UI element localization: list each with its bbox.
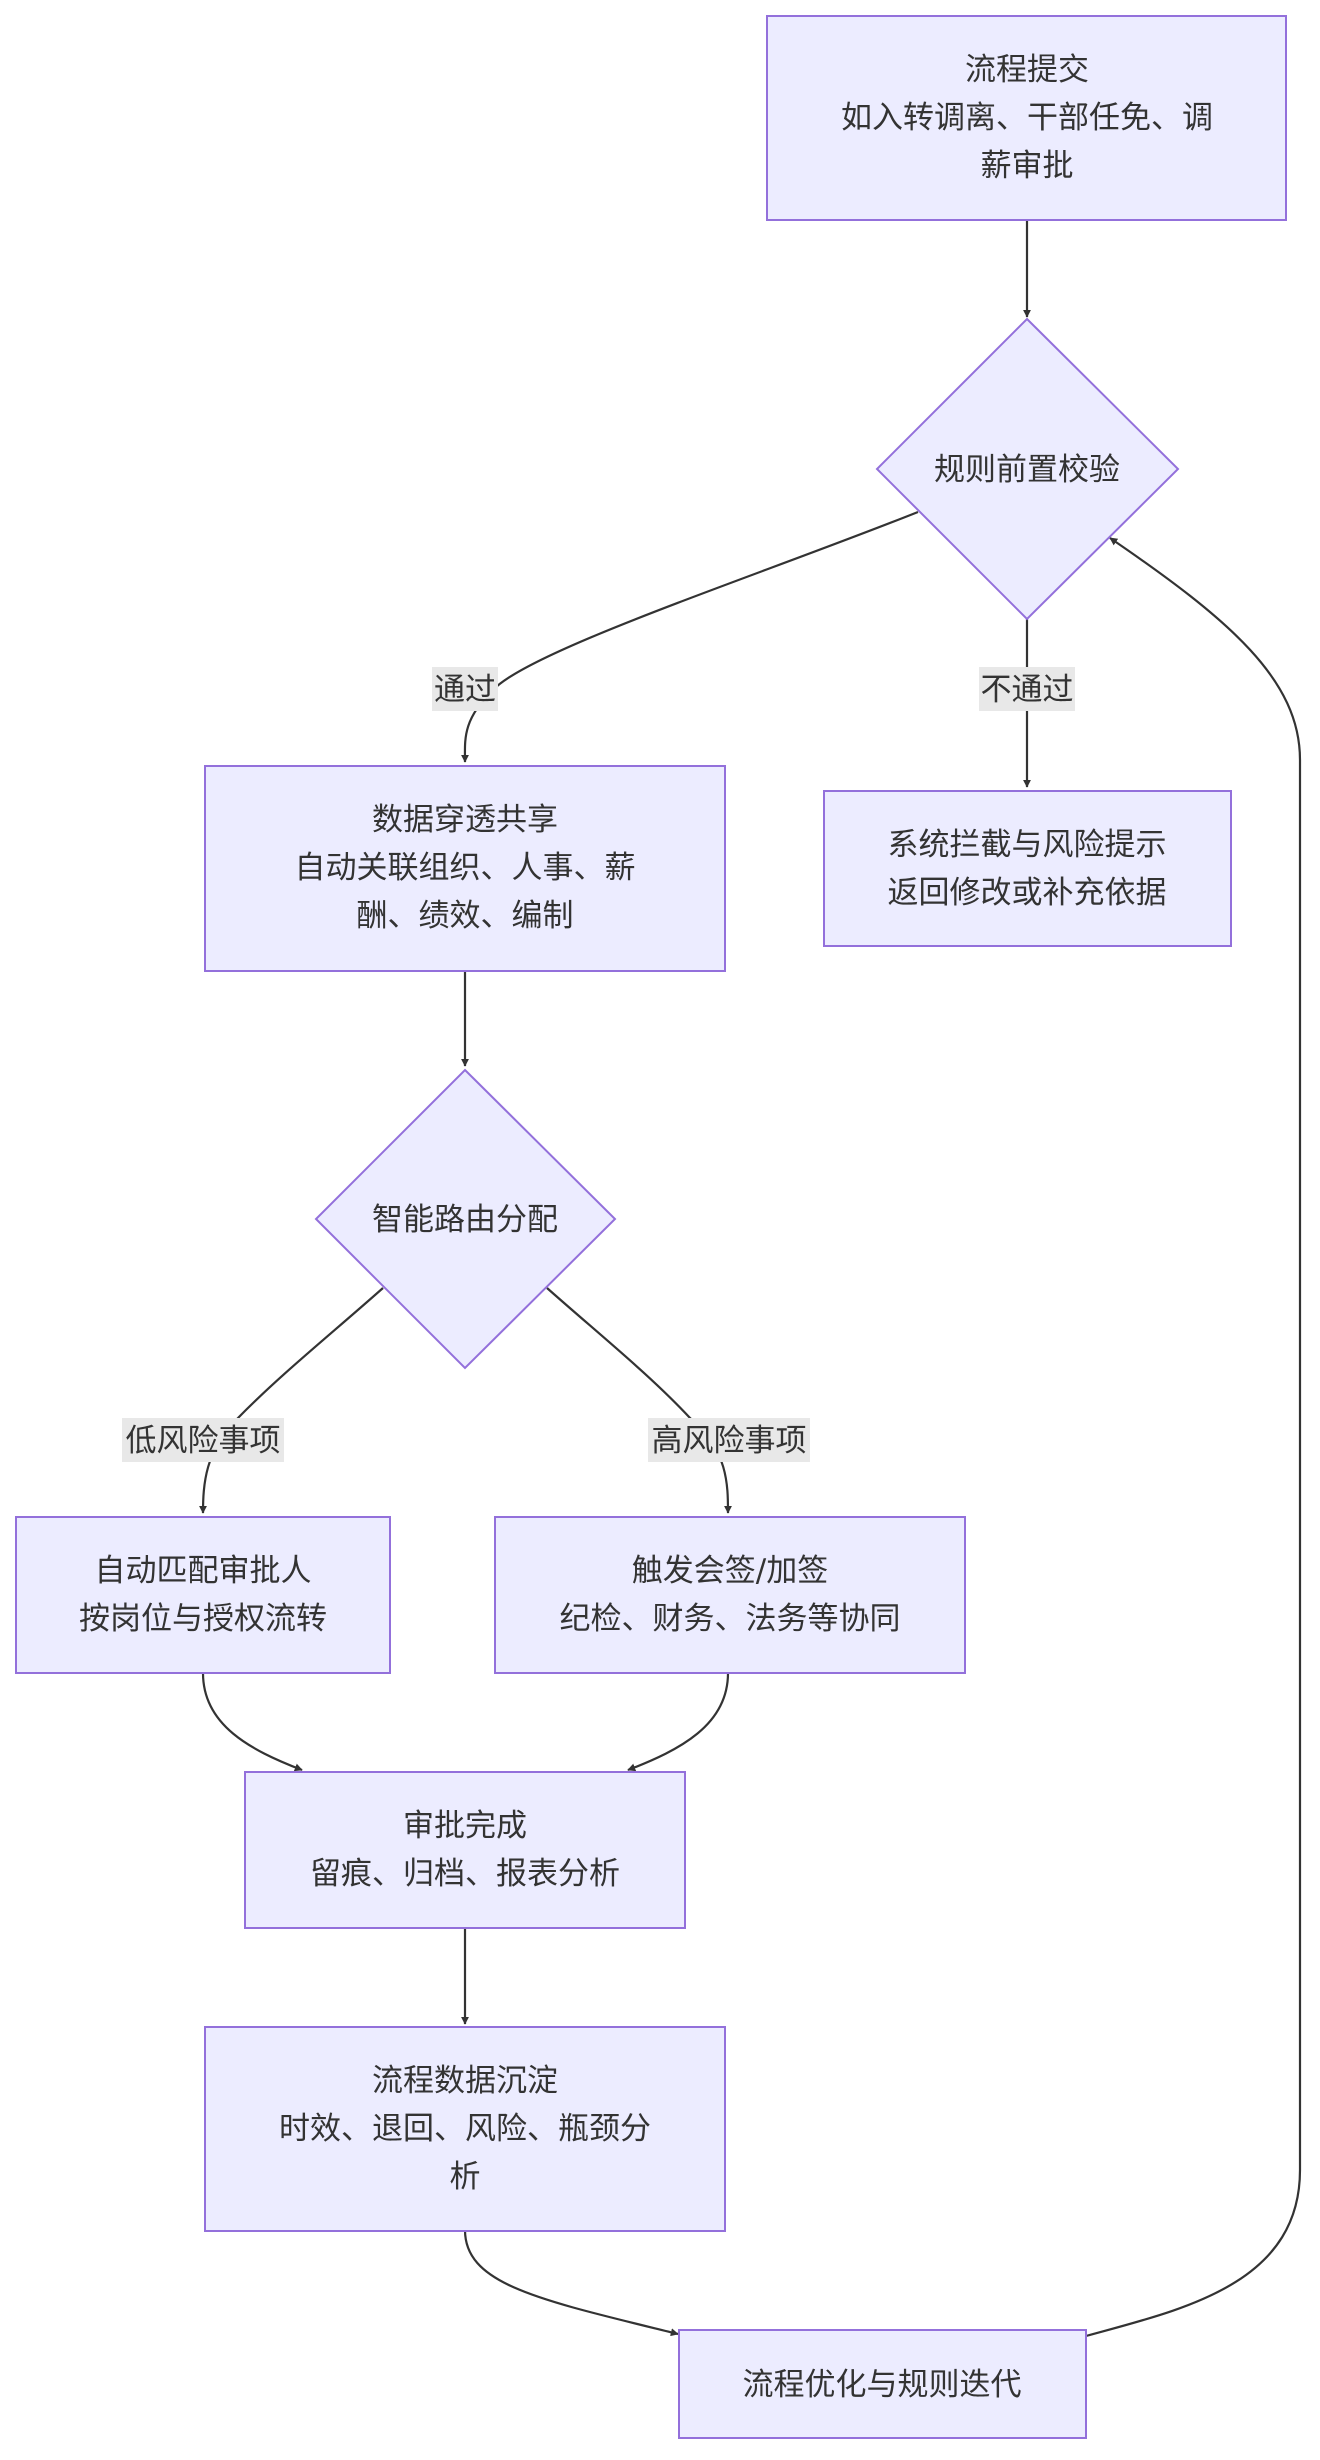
svg-text:返回修改或补充依据: 返回修改或补充依据 <box>888 875 1167 911</box>
edge-label-fail: 不通过 <box>979 667 1075 711</box>
svg-text:规则前置校验: 规则前置校验 <box>934 452 1120 488</box>
svg-text:析: 析 <box>450 2159 481 2195</box>
svg-text:数据穿透共享: 数据穿透共享 <box>372 802 558 838</box>
svg-text:时效、退回、风险、瓶颈分: 时效、退回、风险、瓶颈分 <box>279 2111 651 2147</box>
svg-text:薪审批: 薪审批 <box>981 148 1074 184</box>
svg-text:留痕、归档、报表分析: 留痕、归档、报表分析 <box>310 1856 620 1892</box>
edge-deposit-to-optimize <box>463 2229 679 2337</box>
svg-text:智能路由分配: 智能路由分配 <box>372 1202 558 1238</box>
svg-text:如入转调离、干部任免、调: 如入转调离、干部任免、调 <box>841 100 1213 136</box>
node-complete: 审批完成 留痕、归档、报表分析 <box>244 1771 686 1929</box>
edge-routing-to-auto <box>199 1287 384 1514</box>
svg-text:流程优化与规则迭代: 流程优化与规则迭代 <box>743 2367 1022 2403</box>
edge-optimize-to-check <box>1085 537 1302 2338</box>
svg-text:酬、绩效、编制: 酬、绩效、编制 <box>357 898 574 934</box>
svg-text:触发会签/加签: 触发会签/加签 <box>632 1553 828 1589</box>
svg-text:自动关联组织、人事、薪: 自动关联组织、人事、薪 <box>295 850 636 886</box>
edge-routing-to-countersign <box>546 1287 732 1514</box>
node-optimize: 流程优化与规则迭代 <box>678 2329 1087 2439</box>
svg-text:不通过: 不通过 <box>981 672 1074 708</box>
edge-countersign-to-complete <box>627 1672 730 1772</box>
node-countersign: 触发会签/加签 纪检、财务、法务等协同 <box>494 1516 966 1674</box>
edge-label-pass: 通过 <box>432 667 498 711</box>
svg-text:按岗位与授权流转: 按岗位与授权流转 <box>79 1601 327 1637</box>
svg-text:高风险事项: 高风险事项 <box>652 1423 807 1459</box>
edge-auto-to-complete <box>201 1672 303 1772</box>
svg-text:低风险事项: 低风险事项 <box>126 1423 281 1459</box>
edge-check-to-share <box>460 510 919 763</box>
edge-label-high-risk: 高风险事项 <box>648 1418 810 1462</box>
svg-text:纪检、财务、法务等协同: 纪检、财务、法务等协同 <box>560 1601 901 1637</box>
node-rule-check: 规则前置校验 <box>875 317 1180 621</box>
svg-text:审批完成: 审批完成 <box>403 1808 527 1844</box>
node-deposit: 流程数据沉淀 时效、退回、风险、瓶颈分 析 <box>204 2026 726 2232</box>
svg-text:流程提交: 流程提交 <box>965 52 1089 88</box>
svg-text:系统拦截与风险提示: 系统拦截与风险提示 <box>888 827 1167 863</box>
node-routing: 智能路由分配 <box>314 1068 617 1370</box>
node-submit: 流程提交 如入转调离、干部任免、调 薪审批 <box>766 15 1287 221</box>
node-data-share: 数据穿透共享 自动关联组织、人事、薪 酬、绩效、编制 <box>204 765 726 972</box>
node-intercept: 系统拦截与风险提示 返回修改或补充依据 <box>823 790 1232 947</box>
svg-text:自动匹配审批人: 自动匹配审批人 <box>95 1553 312 1589</box>
svg-text:流程数据沉淀: 流程数据沉淀 <box>372 2063 558 2099</box>
svg-text:通过: 通过 <box>434 672 496 708</box>
edge-label-low-risk: 低风险事项 <box>122 1418 284 1462</box>
node-auto-match: 自动匹配审批人 按岗位与授权流转 <box>15 1516 391 1674</box>
